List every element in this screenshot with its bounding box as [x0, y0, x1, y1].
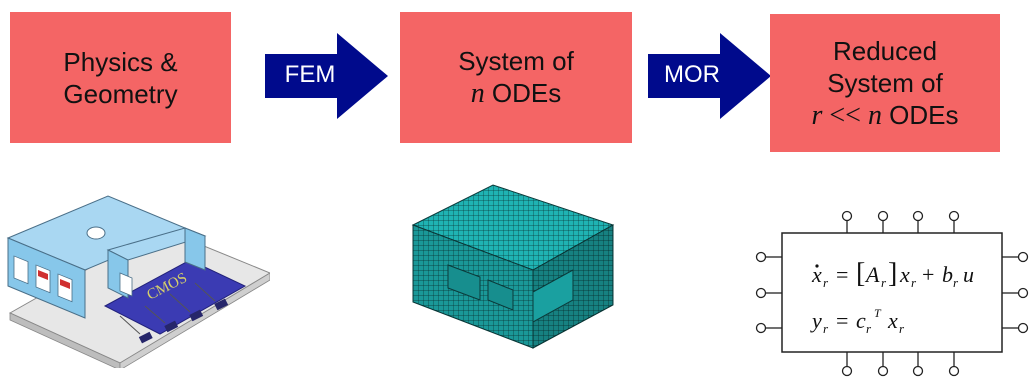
- reduced-system-line1: Reduced: [832, 35, 938, 66]
- physics-geometry-line2: Geometry: [63, 78, 178, 109]
- system-of-n-odes-box: System of n ODEs: [400, 12, 632, 143]
- svg-text:r: r: [823, 321, 829, 336]
- svg-text:r: r: [881, 275, 887, 290]
- svg-text:+: +: [922, 262, 934, 287]
- svg-text:r: r: [911, 275, 917, 290]
- physics-geometry-box: Physics & Geometry: [10, 12, 231, 143]
- svg-text:=: =: [836, 262, 848, 287]
- reduced-system-box: Reduced System of r << n ODEs: [770, 14, 1000, 152]
- odes-text: ODEs: [881, 99, 959, 130]
- reduced-system-block-icon: x r = [ A r ] x r + b r u y r = c r T x …: [755, 210, 1029, 377]
- system-of-n-odes-line2: n ODEs: [471, 77, 562, 110]
- svg-text:A: A: [864, 262, 880, 287]
- svg-text:[: [: [856, 258, 865, 289]
- reduced-system-line3: r << n ODEs: [811, 99, 958, 132]
- svg-text:x: x: [899, 262, 910, 287]
- n-variable: n: [867, 99, 882, 131]
- system-of-n-odes-line1: System of: [458, 46, 574, 76]
- physics-geometry-line1: Physics &: [63, 46, 178, 77]
- r-variable: r: [811, 99, 823, 131]
- svg-text:=: =: [836, 308, 848, 333]
- svg-text:b: b: [942, 262, 953, 287]
- svg-text:]: ]: [888, 258, 897, 289]
- mems-device-icon: CMOS: [6, 195, 270, 368]
- n-variable: n: [470, 78, 485, 109]
- fem-mesh-icon: [411, 184, 615, 349]
- svg-text:r: r: [866, 321, 872, 336]
- svg-text:r: r: [823, 275, 829, 290]
- svg-text:u: u: [963, 262, 974, 287]
- fem-arrow-label: FEM: [284, 61, 336, 88]
- mor-arrow-icon: [648, 33, 771, 119]
- svg-text:r: r: [899, 321, 905, 336]
- fem-arrow-icon: [265, 33, 388, 119]
- much-less-than-symbol: <<: [822, 99, 868, 131]
- svg-text:x: x: [887, 308, 898, 333]
- svg-text:c: c: [856, 308, 866, 333]
- reduced-system-line2: System of: [827, 67, 943, 98]
- svg-text:y: y: [810, 308, 822, 333]
- odes-text: ODEs: [484, 78, 562, 108]
- mor-arrow-label: MOR: [664, 61, 720, 88]
- svg-text:x: x: [811, 262, 822, 287]
- svg-text:r: r: [953, 275, 959, 290]
- svg-text:T: T: [874, 306, 882, 320]
